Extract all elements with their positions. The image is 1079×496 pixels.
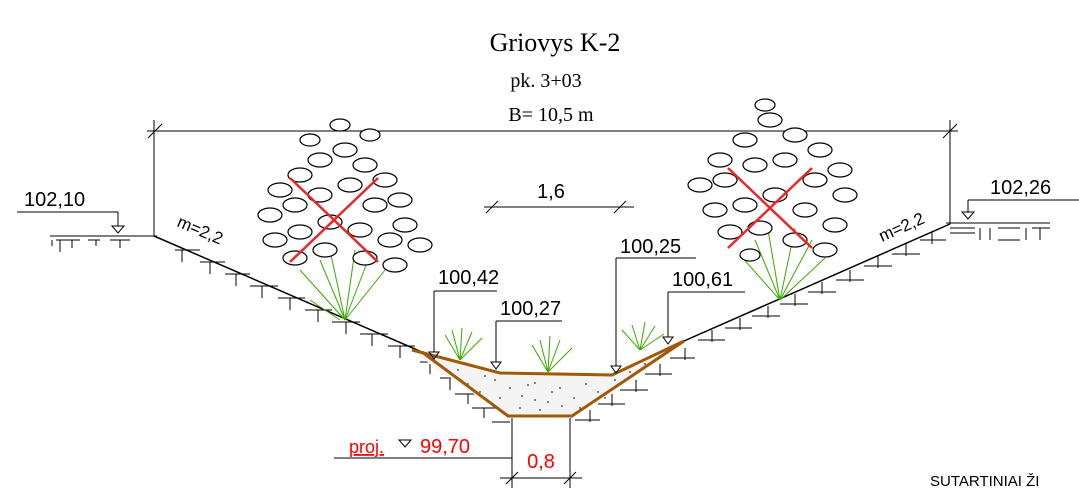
soil-hatching-right (575, 232, 946, 422)
tree-right-icon (687, 98, 858, 301)
ground-level-right-value: 102,26 (990, 177, 1051, 199)
drawing-title: Griovys K-2 (490, 28, 621, 57)
top-width-dimension (147, 120, 958, 236)
ground-level-left-value: 102,10 (24, 189, 85, 211)
svg-text:0,8: 0,8 (527, 451, 555, 473)
corner-note: SUTARTINIAI ŽI (930, 473, 1039, 490)
soil-hatching-left (175, 249, 510, 423)
design-level-prefix: proj. (349, 437, 384, 457)
level-triangle-icon (397, 439, 413, 448)
level-100-27: 100,27 (490, 298, 562, 370)
level-triangle-icon (960, 211, 976, 220)
design-level-value: 99,70 (420, 436, 470, 458)
svg-text:100,42: 100,42 (438, 267, 499, 289)
remove-cross-icon (289, 177, 379, 263)
ground-level-right: 102,26 (946, 177, 1079, 241)
tree-left-icon (257, 118, 433, 321)
ground-level-left: 102,10 (17, 189, 157, 252)
svg-text:100,61: 100,61 (672, 269, 733, 291)
design-level: proj. 99,70 (334, 436, 512, 459)
width-label: B= 10,5 m (508, 104, 594, 126)
grass-tufts-icon (444, 321, 665, 373)
svg-text:1,6: 1,6 (537, 181, 565, 203)
sediment-layer (411, 339, 685, 418)
level-100-42: 100,42 (428, 267, 499, 360)
level-100-25: 100,25 (610, 236, 696, 374)
svg-text:100,27: 100,27 (500, 298, 561, 320)
remove-cross-icon (727, 167, 813, 249)
level-100-61: 100,61 (662, 269, 745, 345)
bottom-dimension-0-8: 0,8 (500, 418, 582, 488)
bottom-dimension-1-6: 1,6 (484, 181, 634, 214)
left-slope-label: m=2,2 (174, 212, 225, 248)
right-slope-label: m=2,2 (876, 209, 927, 246)
level-triangle-icon (110, 225, 126, 234)
station-label: pk. 3+03 (510, 70, 581, 92)
svg-text:100,25: 100,25 (620, 236, 681, 258)
